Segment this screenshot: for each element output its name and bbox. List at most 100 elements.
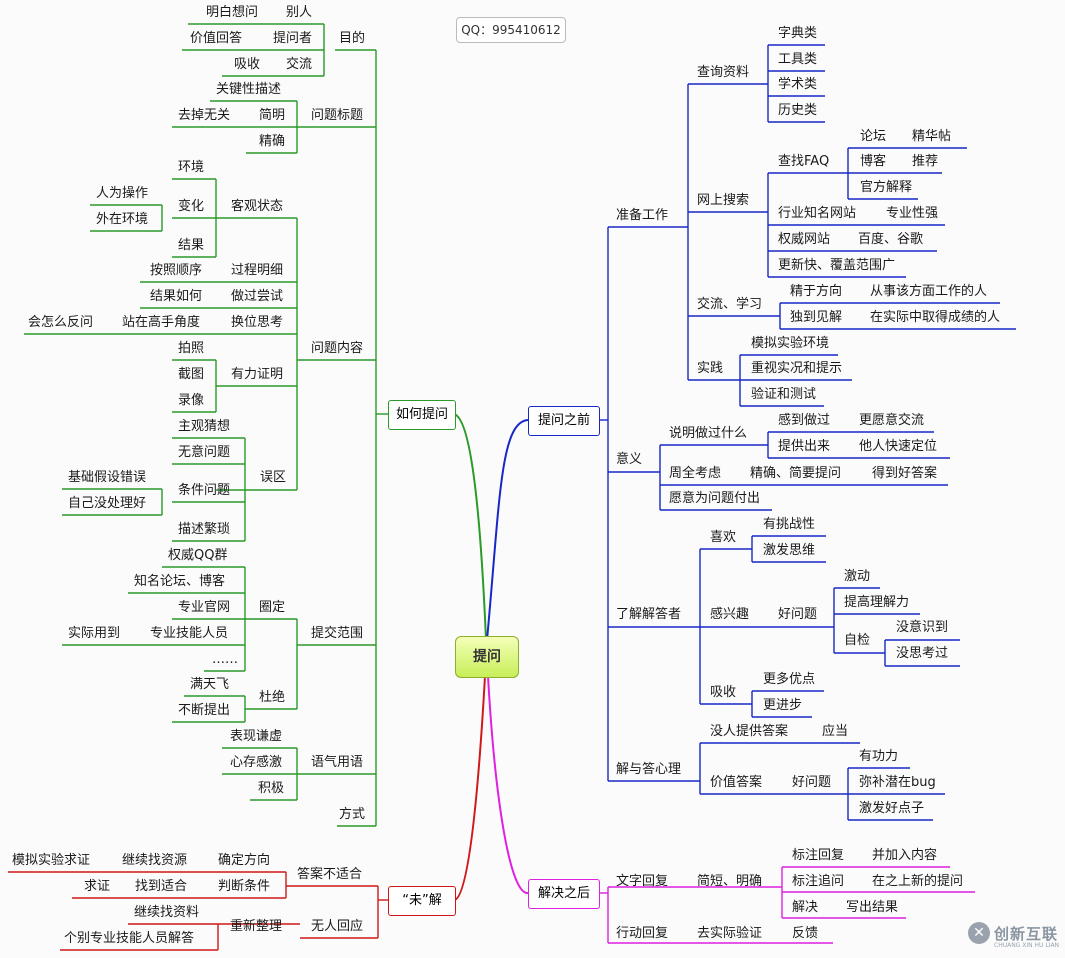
central-topic[interactable]: 提问 (455, 636, 519, 678)
node-verbose-description[interactable]: 描述繁琐 (178, 522, 231, 537)
node-submit-scope[interactable]: 提交范围 (311, 626, 364, 641)
node-valuable-answer[interactable]: 价值答案 (710, 775, 763, 790)
branch-unsolved[interactable]: “未”解 (388, 886, 456, 916)
node-skilled-people[interactable]: 专业技能人员 (150, 626, 229, 641)
node-counter-question[interactable]: 会怎么反问 (28, 315, 94, 330)
node-result[interactable]: 结果 (178, 238, 205, 253)
node-understand-question[interactable]: 明白想问 (206, 5, 259, 20)
node-subjective-guess[interactable]: 主观猜想 (178, 419, 231, 434)
node-keep-asking[interactable]: 不断提出 (178, 703, 231, 718)
node-circle[interactable]: 圈定 (259, 600, 286, 615)
node-asker[interactable]: 提问者 (273, 31, 313, 46)
node-photo[interactable]: 拍照 (178, 341, 205, 356)
node-add-content[interactable]: 并加入内容 (872, 848, 938, 863)
node-web-search[interactable]: 网上搜索 (697, 193, 750, 208)
node-screenshot[interactable]: 截图 (178, 367, 205, 382)
node-write-result[interactable]: 写出结果 (846, 900, 899, 915)
node-individual-expert[interactable]: 个别专业技能人员解答 (64, 931, 195, 946)
node-more-willing[interactable]: 更愿意交流 (859, 413, 925, 428)
node-text-reply[interactable]: 文字回复 (616, 874, 669, 889)
node-set-direction[interactable]: 确定方向 (218, 853, 271, 868)
node-expert-view[interactable]: 站在高手角度 (122, 315, 201, 330)
node-excited[interactable]: 激动 (844, 569, 871, 584)
branch-after-solved[interactable]: 解决之后 (528, 879, 600, 909)
node-method[interactable]: 方式 (339, 807, 366, 822)
node-action-reply[interactable]: 行动回复 (616, 926, 669, 941)
node-conditional-question[interactable]: 条件问题 (178, 483, 231, 498)
node-external-environment[interactable]: 外在环境 (96, 212, 149, 227)
node-fix-bugs[interactable]: 弥补潜在bug (859, 775, 936, 790)
node-significance[interactable]: 意义 (616, 452, 643, 467)
node-precise-brief[interactable]: 精确、简要提问 (750, 466, 842, 481)
node-question-content[interactable]: 问题内容 (311, 341, 364, 356)
node-good-question-2[interactable]: 好问题 (792, 775, 832, 790)
node-provide[interactable]: 提供出来 (778, 439, 831, 454)
node-new-question[interactable]: 在之上新的提问 (872, 874, 964, 889)
node-improve-understanding[interactable]: 提高理解力 (844, 595, 910, 610)
node-achievers[interactable]: 在实际中取得成绩的人 (870, 310, 1001, 325)
node-absorb[interactable]: 吸收 (234, 57, 261, 72)
branch-how-to-ask[interactable]: 如何提问 (388, 400, 456, 430)
node-self-check[interactable]: 自检 (844, 633, 871, 648)
node-practice[interactable]: 实践 (697, 361, 724, 376)
node-quick-locate[interactable]: 他人快速定位 (859, 439, 938, 454)
node-feedback[interactable]: 反馈 (792, 926, 819, 941)
node-humble[interactable]: 表现谦虚 (230, 729, 283, 744)
node-no-answer-provided[interactable]: 没人提供答案 (710, 724, 789, 739)
node-good-ideas[interactable]: 激发好点子 (859, 801, 925, 816)
node-simulate-verify[interactable]: 模拟实验求证 (12, 853, 91, 868)
node-answer-unsuitable[interactable]: 答案不适合 (297, 867, 363, 882)
node-baidu-google[interactable]: 百度、谷歌 (858, 232, 924, 247)
node-in-order[interactable]: 按照顺序 (150, 263, 203, 278)
node-challenging[interactable]: 有挑战性 (763, 517, 816, 532)
node-verify-test[interactable]: 验证和测试 (751, 387, 817, 402)
node-wrong-assumption[interactable]: 基础假设错误 (68, 470, 147, 485)
node-official-site[interactable]: 专业官网 (178, 600, 231, 615)
branch-before-asking[interactable]: 提问之前 (528, 406, 600, 436)
node-simulated-env[interactable]: 模拟实验环境 (751, 336, 830, 351)
node-exchange[interactable]: 交流 (286, 57, 313, 72)
node-self-handled-poorly[interactable]: 自己没处理好 (68, 496, 147, 511)
node-willing-to-pay[interactable]: 愿意为问题付出 (669, 491, 761, 506)
node-not-realized[interactable]: 没意识到 (896, 620, 949, 635)
node-dictionary[interactable]: 字典类 (778, 26, 818, 41)
node-academic[interactable]: 学术类 (778, 77, 818, 92)
node-eliminate[interactable]: 杜绝 (259, 690, 286, 705)
node-everywhere[interactable]: 满天飞 (190, 677, 230, 692)
node-unique-insight[interactable]: 独到见解 (790, 310, 843, 325)
node-good-answer[interactable]: 得到好答案 (872, 466, 938, 481)
node-good-question[interactable]: 好问题 (778, 607, 818, 622)
node-attempted[interactable]: 做过尝试 (231, 289, 284, 304)
node-question-title[interactable]: 问题标题 (311, 108, 364, 123)
node-ellipsis[interactable]: …… (212, 652, 238, 667)
node-change[interactable]: 变化 (178, 199, 205, 214)
node-expert-direction[interactable]: 精于方向 (790, 284, 843, 299)
node-process-detail[interactable]: 过程明细 (231, 263, 284, 278)
node-thorough[interactable]: 周全考虑 (669, 466, 722, 481)
node-precise[interactable]: 精确 (259, 134, 286, 149)
node-find-suitable[interactable]: 找到适合 (135, 879, 188, 894)
node-others[interactable]: 别人 (286, 5, 313, 20)
node-industry-sites[interactable]: 行业知名网站 (778, 206, 857, 221)
node-objective-state[interactable]: 客观状态 (231, 199, 284, 214)
node-verify[interactable]: 求证 (84, 879, 111, 894)
node-mark-reply[interactable]: 标注回复 (792, 848, 845, 863)
node-verify-in-practice[interactable]: 去实际验证 (697, 926, 763, 941)
node-feel-effort[interactable]: 感到做过 (778, 413, 831, 428)
node-reorganize[interactable]: 重新整理 (230, 919, 283, 934)
node-preparation[interactable]: 准备工作 (616, 208, 669, 223)
node-actually-used[interactable]: 实际用到 (68, 626, 121, 641)
node-short-clear[interactable]: 简短、明确 (697, 874, 763, 889)
node-empathy[interactable]: 换位思考 (231, 315, 284, 330)
node-strong-proof[interactable]: 有力证明 (231, 367, 284, 382)
node-communicate-learn[interactable]: 交流、学习 (697, 297, 763, 312)
node-blog[interactable]: 博客 (860, 154, 887, 169)
node-should[interactable]: 应当 (822, 724, 849, 739)
node-concise[interactable]: 简明 (259, 108, 286, 123)
node-fast-updates[interactable]: 更新快、覆盖范围广 (778, 258, 896, 273)
node-query-materials[interactable]: 查询资料 (697, 65, 750, 80)
node-not-considered[interactable]: 没思考过 (896, 646, 949, 661)
node-history[interactable]: 历史类 (778, 103, 818, 118)
node-no-reply[interactable]: 无人回应 (311, 919, 364, 934)
node-find-faq[interactable]: 查找FAQ (778, 154, 830, 169)
